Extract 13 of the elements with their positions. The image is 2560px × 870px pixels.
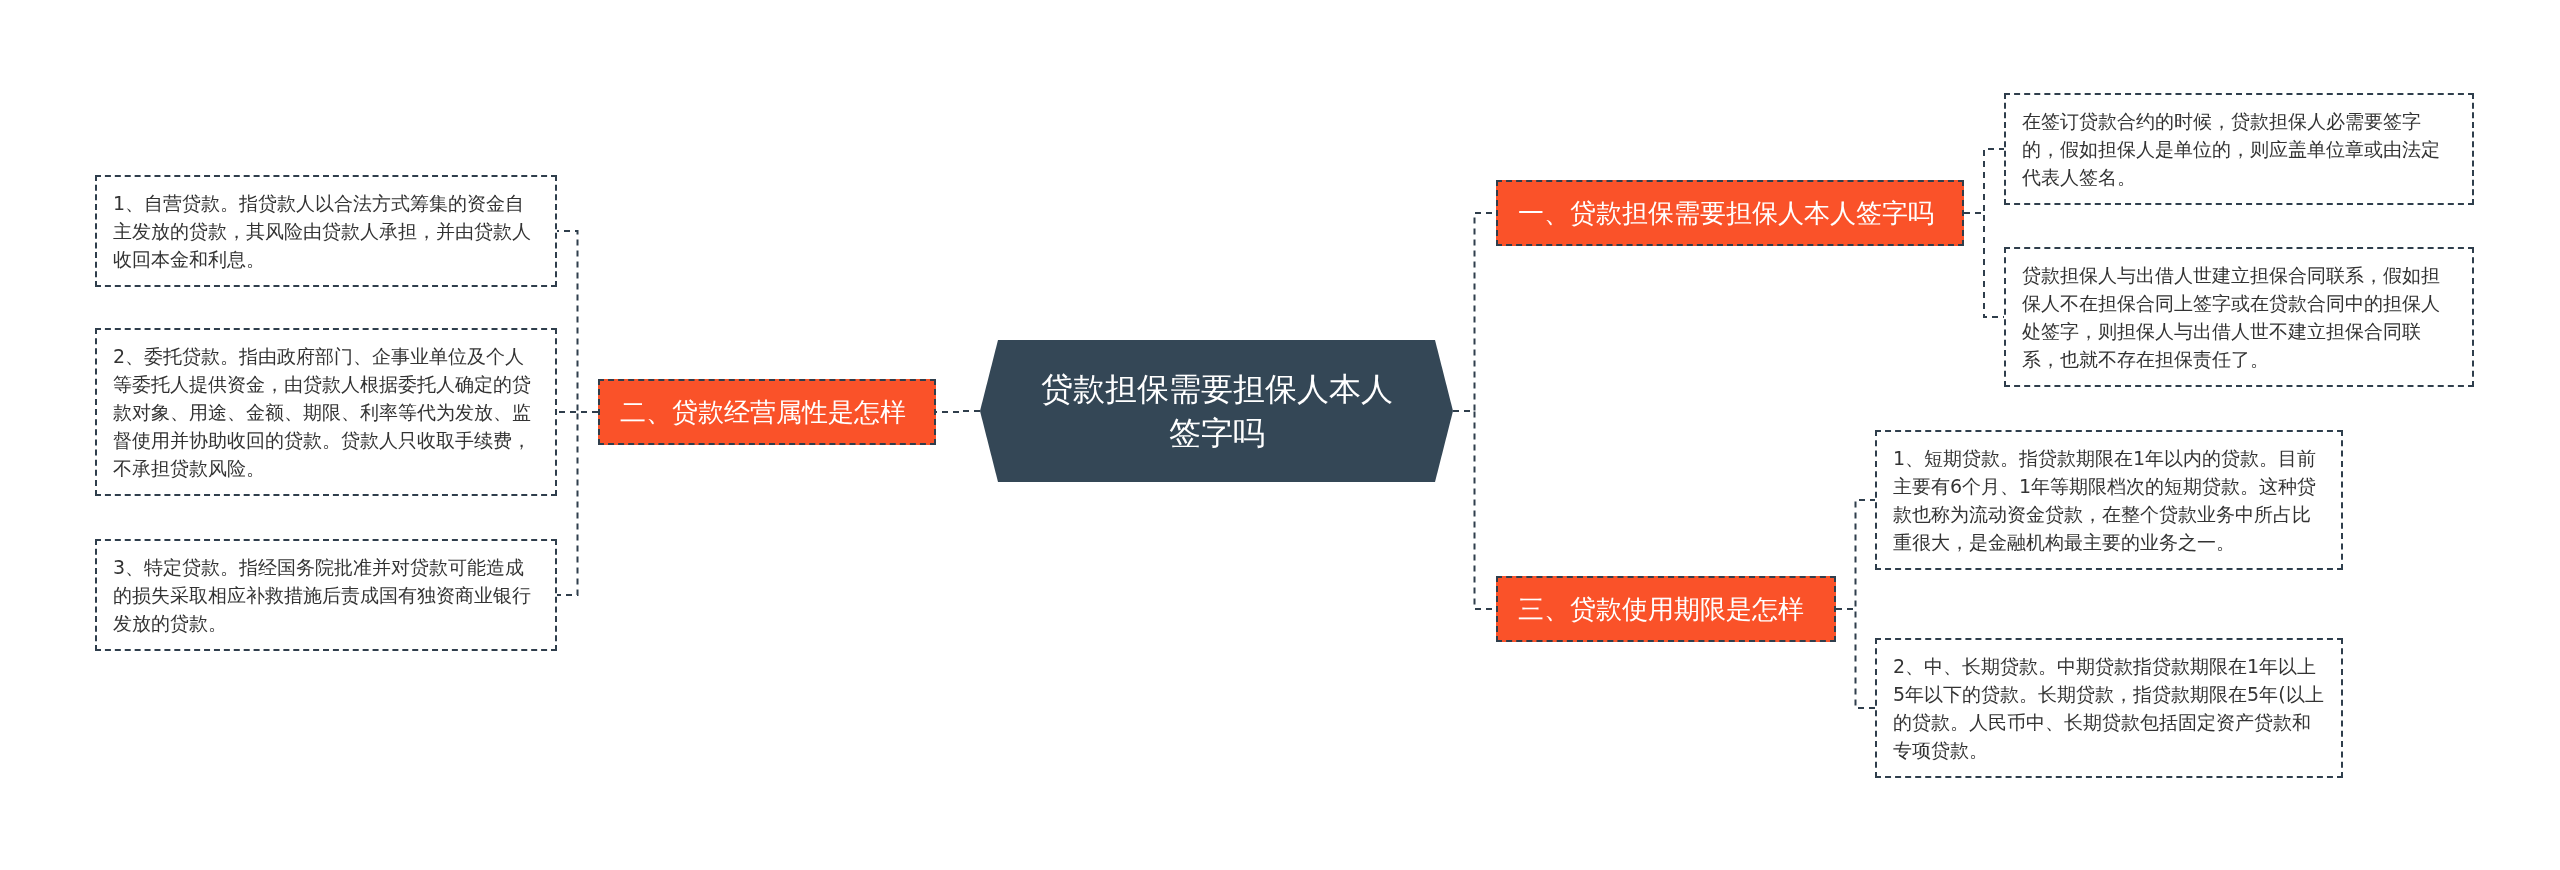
topic-hexagon: 贷款担保需要担保人本人签字吗: [980, 340, 1453, 482]
note-box: 在签订贷款合约的时候，贷款担保人必需要签字的，假如担保人是单位的，则应盖单位章或由法定代表人签名。: [2004, 93, 2474, 205]
connector-line: [1835, 608, 1876, 709]
note-box: 2、委托贷款。指由政府部门、企事业单位及个人等委托人提供资金，由贷款人根据委托人确定的贷款对象、用途、金额、期限、利率等代为发放、监督使用并协助收回的贷款。贷款人只收取手续费，不承担贷款风险。: [95, 328, 557, 496]
note-box: 1、短期贷款。指贷款期限在1年以内的贷款。目前主要有6个月、1年等期限档次的短期贷款。这种贷款也称为流动资金贷款，在整个贷款业务中所占比重很大，是金融机构最主要的业务之一。: [1875, 430, 2343, 570]
note-box: 2、中、长期贷款。中期贷款指贷款期限在1年以上5年以下的贷款。长期贷款，指贷款期限在5年(以上的贷款。人民币中、长期贷款包括固定资产贷款和专项贷款。: [1875, 638, 2343, 778]
note-box: 贷款担保人与出借人世建立担保合同联系，假如担保人不在担保合同上签字或在贷款合同中的担保人处签字，则担保人与出借人世不建立担保合同联系，也就不存在担保责任了。: [2004, 247, 2474, 387]
branch-box: 三、贷款使用期限是怎样: [1496, 576, 1836, 642]
branch-box: 二、贷款经营属性是怎样: [598, 379, 936, 445]
connector-line: [556, 411, 599, 596]
branch-box: 一、贷款担保需要担保人本人签字吗: [1496, 180, 1964, 246]
note-box: 1、自营贷款。指贷款人以合法方式筹集的资金自主发放的贷款，其风险由贷款人承担，并由贷款人收回本金和利息。: [95, 175, 557, 287]
note-box: 3、特定贷款。指经国务院批准并对贷款可能造成的损失采取相应补救措施后责成国有独资商业银行发放的贷款。: [95, 539, 557, 651]
